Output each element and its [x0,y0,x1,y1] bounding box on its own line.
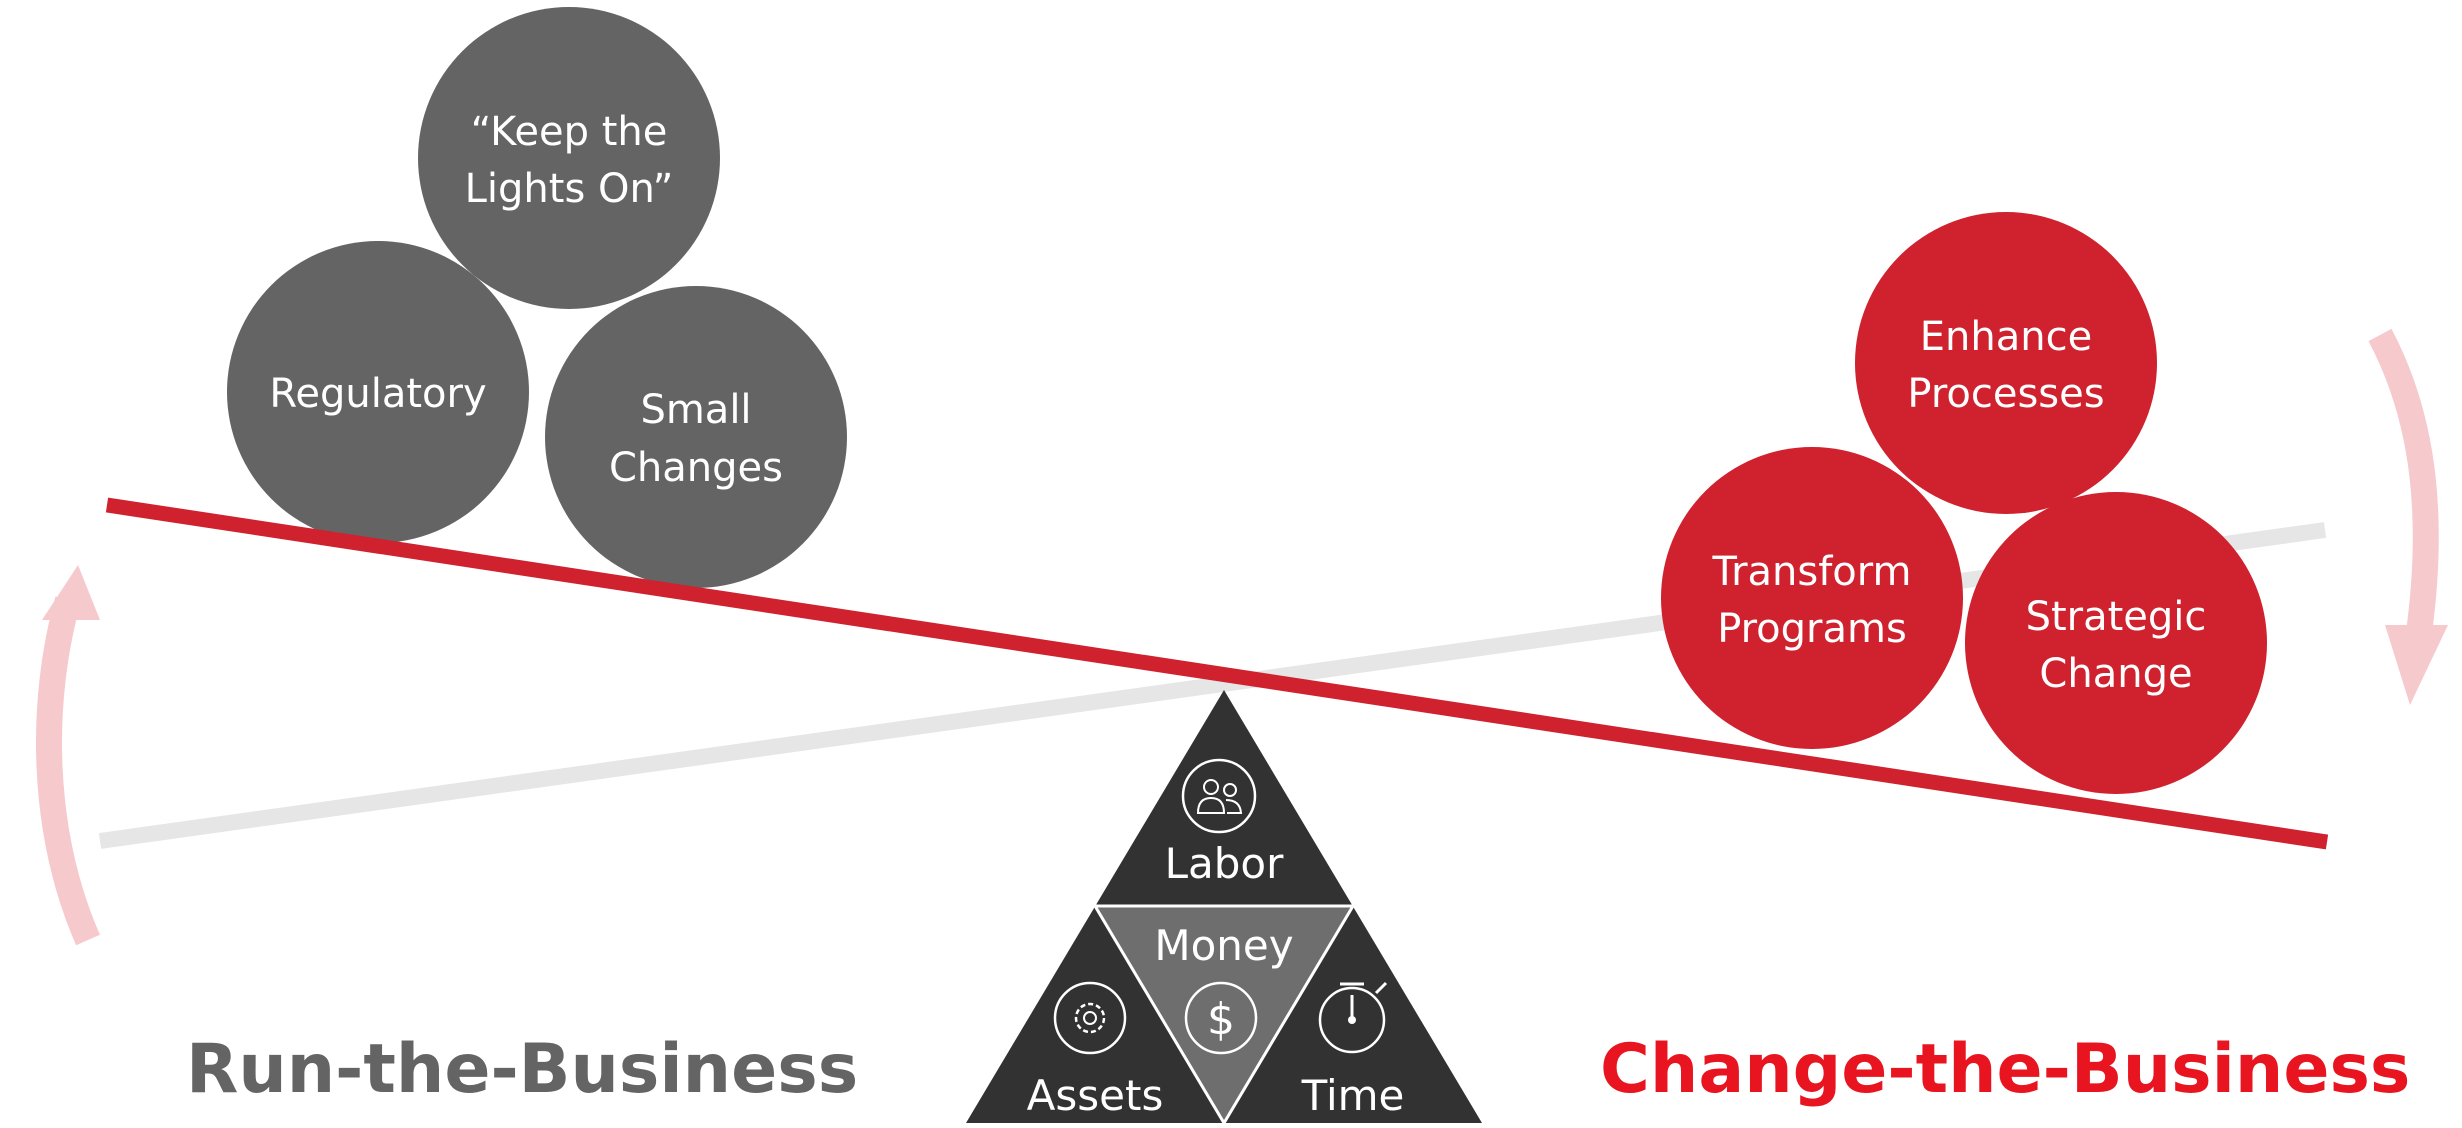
ball-regulatory: Regulatory [227,241,529,543]
left-up-arrow [36,565,100,946]
svg-text:Change: Change [2039,651,2192,697]
ball-transform-programs: Transform Programs [1661,447,1963,749]
right-ball-group: Enhance Processes Transform Programs Str… [1661,212,2267,794]
svg-text:Regulatory: Regulatory [269,371,486,417]
svg-text:Processes: Processes [1907,371,2104,417]
svg-text:Lights On”: Lights On” [465,166,674,212]
svg-text:“Keep the: “Keep the [471,109,668,155]
run-the-business-label: Run-the-Business [186,1030,859,1109]
fulcrum-money: Money [1154,921,1293,970]
dollar-icon: $ [1184,981,1258,1055]
stopwatch-icon [1318,981,1388,1054]
svg-text:Enhance: Enhance [1920,314,2092,360]
right-down-arrow [2368,328,2448,705]
ball-small-changes: Small Changes [545,286,847,588]
fulcrum-labor: Labor [1165,839,1284,888]
ball-strategic-change: Strategic Change [1965,492,2267,794]
svg-text:Programs: Programs [1717,606,1907,652]
svg-text:Small: Small [640,387,751,433]
fulcrum-assets: Assets [1027,1071,1164,1120]
svg-text:$: $ [1207,994,1235,1045]
svg-text:Changes: Changes [609,445,783,491]
left-ball-group: “Keep the Lights On” Regulatory Small Ch… [227,7,847,588]
gear-icon [1053,981,1127,1055]
fulcrum-triangle: Labor Money $ Assets Time [966,690,1482,1124]
svg-text:Strategic: Strategic [2026,594,2207,640]
ball-enhance-processes: Enhance Processes [1855,212,2157,514]
balance-beam [105,497,2329,850]
svg-text:Transform: Transform [1712,549,1912,595]
ball-keep-lights-on: “Keep the Lights On” [418,7,720,309]
fulcrum-time: Time [1301,1071,1405,1120]
change-the-business-label: Change-the-Business [1600,1030,2411,1109]
people-icon [1181,758,1257,834]
